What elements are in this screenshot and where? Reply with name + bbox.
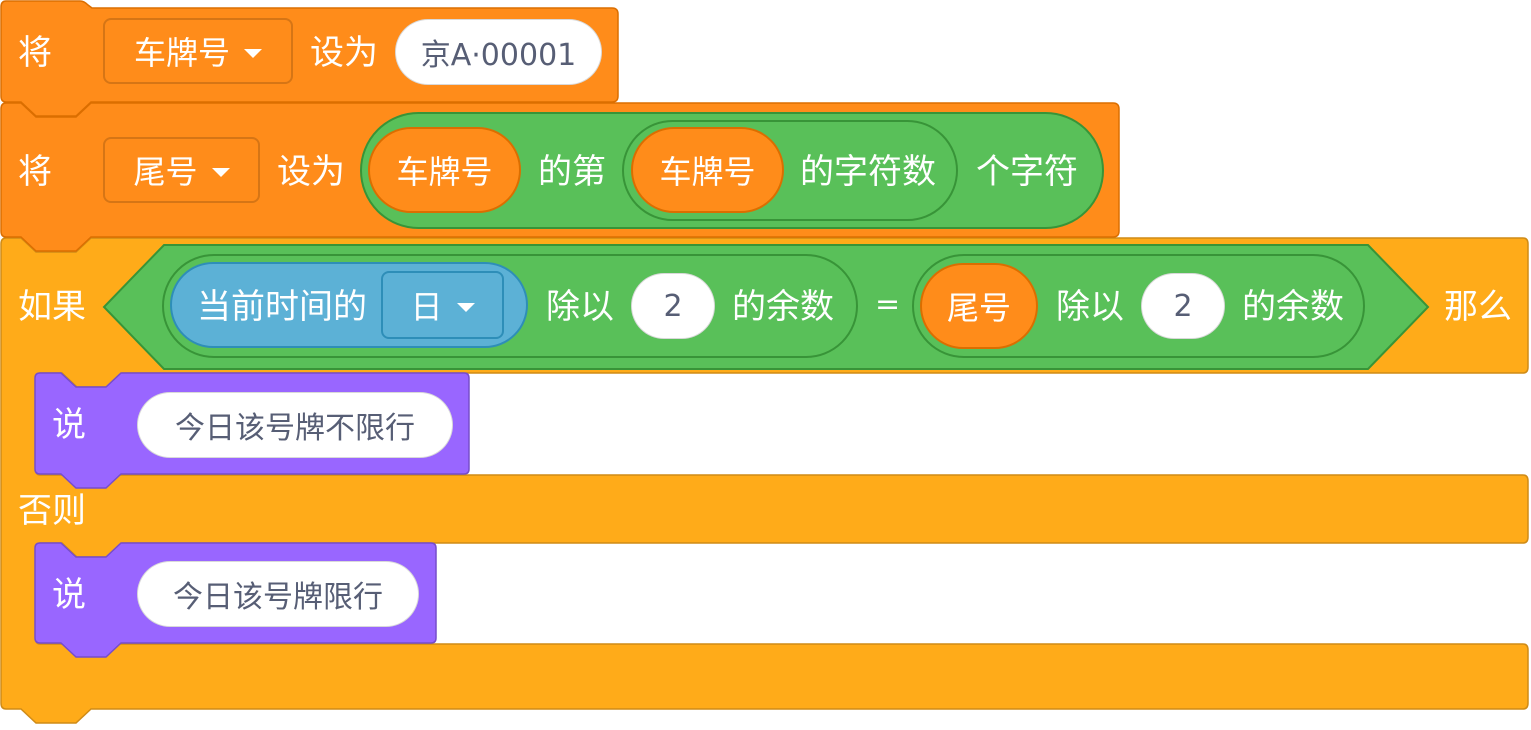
message-input[interactable]: 今日该号牌限行 [137,561,419,627]
message-input[interactable]: 今日该号牌不限行 [137,392,453,458]
divisor-input[interactable]: 2 [631,273,715,339]
else-label: 否则 [18,491,86,531]
divisor-input[interactable]: 2 [1141,273,1225,339]
variable-reporter[interactable]: 车牌号 [631,127,784,213]
time-unit-dropdown[interactable]: 日 [381,271,504,339]
set-label: 将 [18,33,52,73]
to-label: 设为 [310,33,378,73]
variable-dropdown[interactable]: 尾号 [103,137,260,203]
mod-label: 除以 [546,287,614,327]
variable-name: 尾号 [133,153,198,191]
remainder-label: 的余数 [1242,287,1344,327]
value-input[interactable]: 京A·00001 [395,19,602,85]
chevron-down-icon [211,167,230,177]
length-of-label: 的字符数 [800,152,936,192]
current-time-label: 当前时间的 [197,287,367,327]
say-label: 说 [52,405,86,445]
say-label: 说 [52,575,86,615]
chevron-down-icon [456,302,475,312]
equals-operator: = [875,287,901,322]
character-label: 个字符 [976,152,1078,192]
time-unit-value: 日 [410,288,443,326]
variable-dropdown[interactable]: 车牌号 [103,18,293,84]
then-label: 那么 [1444,287,1512,327]
to-label: 设为 [277,152,345,192]
variable-reporter[interactable]: 车牌号 [368,127,521,213]
chevron-down-icon [244,48,262,58]
mod-label: 除以 [1056,287,1124,327]
variable-name: 车牌号 [133,34,230,72]
variable-reporter[interactable]: 尾号 [920,263,1038,349]
letter-of-label: 的第 [538,152,606,192]
remainder-label: 的余数 [732,287,834,327]
set-label: 将 [18,152,52,192]
if-label: 如果 [18,287,86,327]
